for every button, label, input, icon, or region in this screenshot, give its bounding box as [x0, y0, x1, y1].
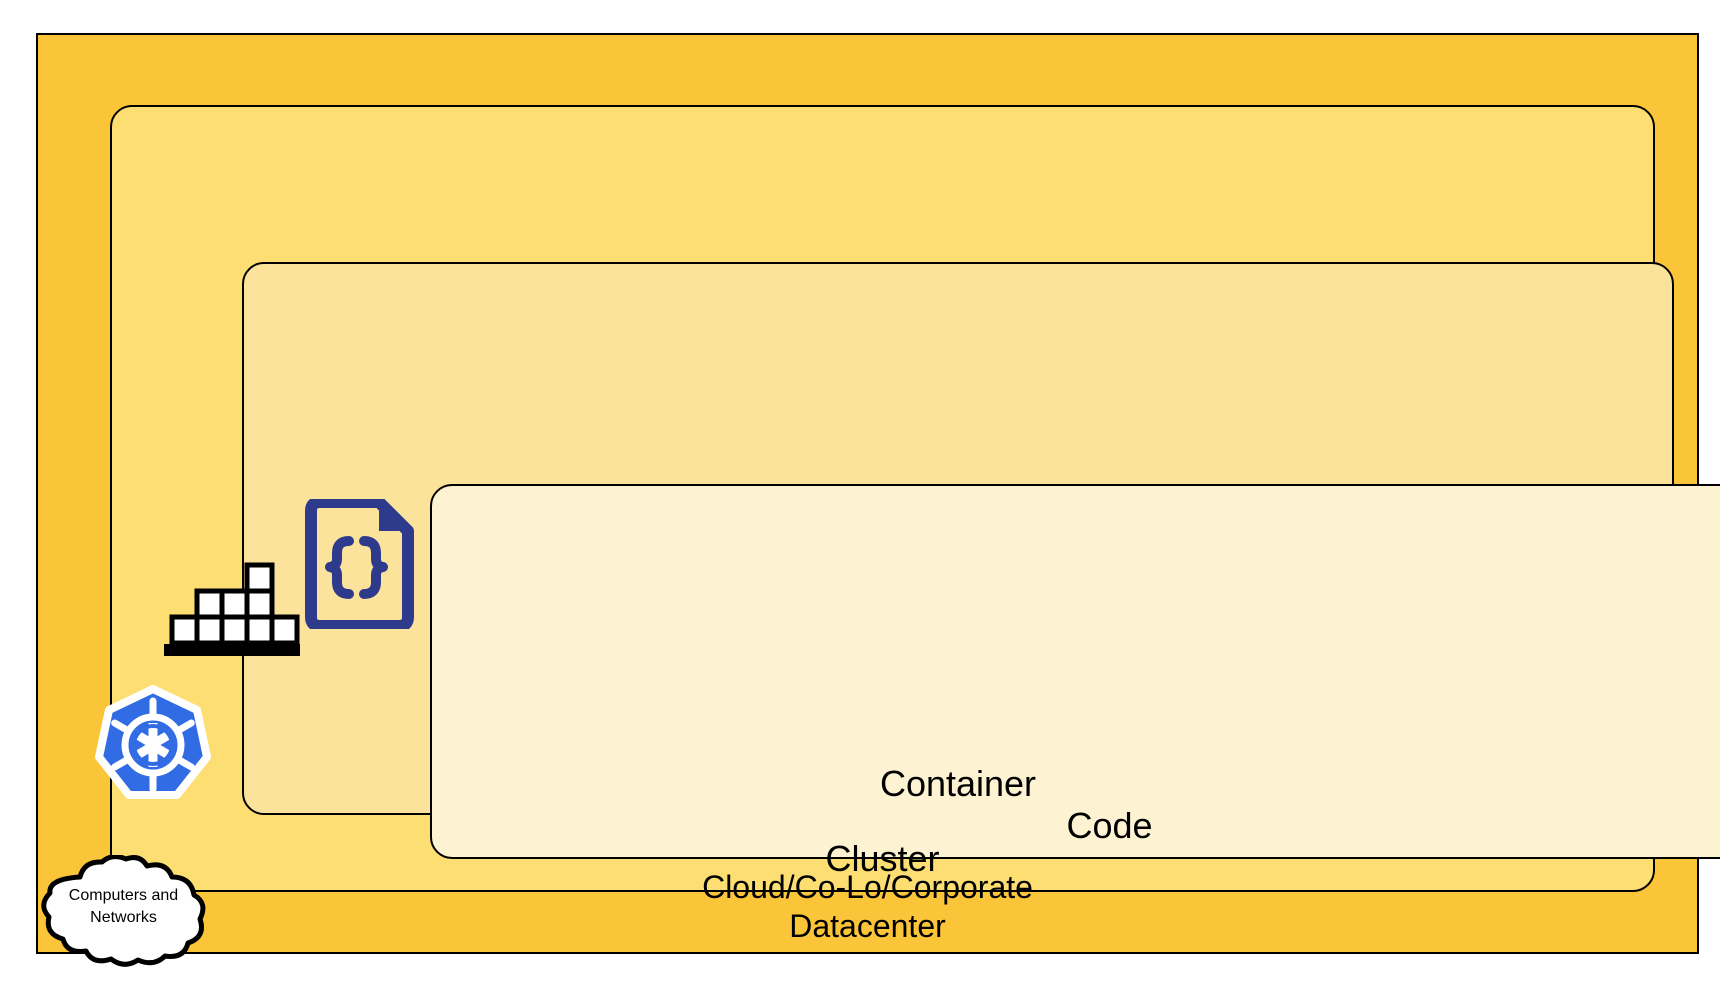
layer-cluster-label: Cluster [825, 837, 940, 879]
layer-datacenter[interactable]: Code Container [36, 33, 1720, 954]
layer-datacenter-label-line1: Cloud/Co-Lo/Corporate [702, 868, 1033, 905]
layer-code-label: Code [1066, 804, 1153, 846]
layer-container[interactable]: Code Container [242, 262, 1720, 859]
layer-container-label: Container [879, 762, 1037, 804]
layer-datacenter-label: Cloud/Co-Lo/Corporate Datacenter [38, 868, 1697, 946]
code-file-icon [301, 496, 416, 632]
kubernetes-helm-icon [93, 685, 213, 803]
layer-code[interactable]: Code [430, 484, 1720, 859]
layer-cluster[interactable]: Code Container [110, 105, 1720, 892]
layer-datacenter-label-line2: Datacenter [789, 907, 946, 944]
container-blocks-icon [162, 562, 302, 657]
cloud-computers-and-networks[interactable]: Computers and Networks [36, 854, 211, 967]
